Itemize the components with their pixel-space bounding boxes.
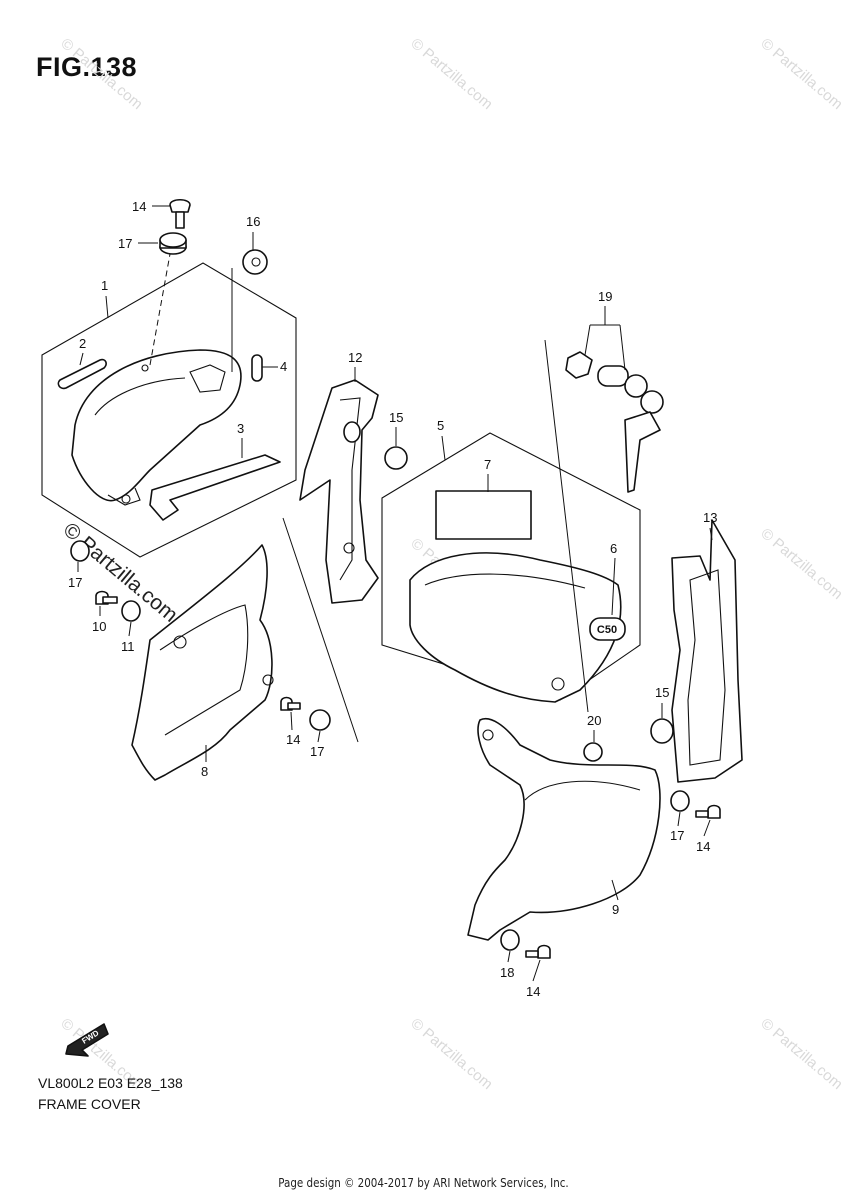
callout-14: 14 xyxy=(696,839,710,854)
top-fasteners xyxy=(149,198,268,372)
watermark-dark: © Partzilla.com xyxy=(59,518,182,627)
figure-title: FIG.138 xyxy=(36,52,138,82)
callout-4: 4 xyxy=(280,359,287,374)
watermark: © Partzilla.com xyxy=(407,35,495,113)
watermark: © Partzilla.com xyxy=(757,1015,845,1093)
callout-6: 6 xyxy=(610,541,617,556)
callout-2: 2 xyxy=(79,336,86,351)
part-1-left-frame-cover-group xyxy=(41,262,297,558)
callout-17: 17 xyxy=(68,575,82,590)
watermark: © Partzilla.com xyxy=(757,525,845,603)
callout-7: 7 xyxy=(484,457,491,472)
part-8-lower-cover xyxy=(131,517,359,781)
part-5-right-frame-cover-group: C50 xyxy=(381,339,641,713)
emblem-text: C50 xyxy=(597,624,617,636)
callout-9: 9 xyxy=(612,902,619,917)
callouts: 14 17 16 1 2 4 3 12 15 5 7 19 xyxy=(68,199,717,999)
callout-14: 14 xyxy=(526,984,540,999)
part-15-grommet xyxy=(384,446,408,470)
callout-17: 17 xyxy=(310,744,324,759)
callout-8: 8 xyxy=(201,764,208,779)
callout-16: 16 xyxy=(246,214,260,229)
model-code: VL800L2 E03 E28_138 xyxy=(38,1075,183,1091)
part-7-label xyxy=(435,490,532,540)
watermark: © Partzilla.com xyxy=(57,35,145,113)
part-6-emblem xyxy=(589,617,626,641)
callout-18: 18 xyxy=(500,965,514,980)
part-15-grommet-right xyxy=(650,718,674,744)
part-19-key-lock xyxy=(565,351,664,493)
part-12-bracket xyxy=(299,379,379,604)
callout-17: 17 xyxy=(670,828,684,843)
callout-15: 15 xyxy=(655,685,669,700)
callout-13: 13 xyxy=(703,510,717,525)
copyright-footer: Page design © 2004-2017 by ARI Network S… xyxy=(278,1176,569,1190)
watermark: © Partzilla.com xyxy=(757,35,845,113)
callout-15: 15 xyxy=(389,410,403,425)
mid-fasteners xyxy=(280,696,331,731)
part-20-grommet xyxy=(583,742,603,762)
callout-12: 12 xyxy=(348,350,362,365)
callout-11: 11 xyxy=(121,639,135,654)
callout-17: 17 xyxy=(118,236,132,251)
callout-20: 20 xyxy=(587,713,601,728)
callout-19: 19 xyxy=(598,289,612,304)
callout-3: 3 xyxy=(237,421,244,436)
callout-10: 10 xyxy=(92,619,106,634)
left-fasteners xyxy=(70,540,141,622)
callout-14: 14 xyxy=(132,199,146,214)
part-13-bracket xyxy=(671,519,743,783)
watermark: © Partzilla.com xyxy=(407,1015,495,1093)
right-fasteners xyxy=(500,790,721,959)
diagram-name: FRAME COVER xyxy=(38,1096,141,1112)
part-9-lower-cover xyxy=(467,718,661,941)
callout-14: 14 xyxy=(286,732,300,747)
callout-1: 1 xyxy=(101,278,108,293)
callout-5: 5 xyxy=(437,418,444,433)
